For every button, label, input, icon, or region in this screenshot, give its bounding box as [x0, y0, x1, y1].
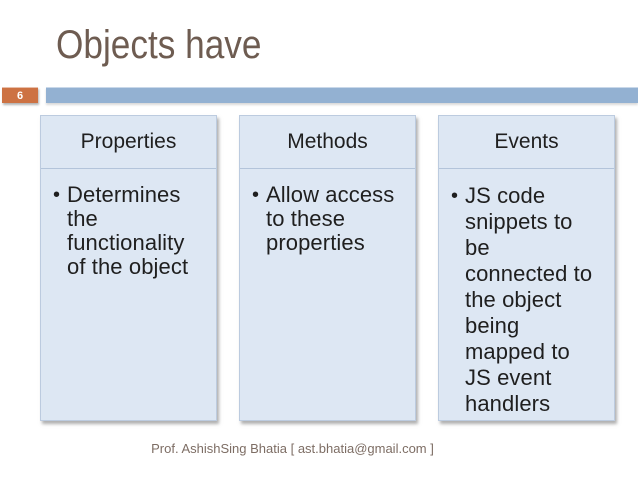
accent-band: 6	[0, 87, 638, 103]
slide-number-badge: 6	[2, 87, 38, 103]
smartart-column-list: Properties • Determines the functionalit…	[40, 115, 615, 421]
bullet-icon: •	[252, 184, 260, 206]
card-methods-header: Methods	[240, 116, 415, 169]
accent-bar	[46, 87, 638, 103]
card-events-body: • JS code snippets to be connected to th…	[439, 169, 614, 417]
card-events-header: Events	[439, 116, 614, 169]
card-methods-text: Allow access to these properties	[266, 182, 395, 255]
bullet-icon: •	[451, 185, 459, 207]
card-properties: Properties • Determines the functionalit…	[40, 115, 217, 421]
footer-credit: Prof. AshishSing Bhatia [ ast.bhatia@gma…	[151, 441, 434, 456]
card-properties-text: Determines the functionality of the obje…	[67, 182, 189, 279]
card-properties-header: Properties	[41, 116, 216, 169]
card-properties-body: • Determines the functionality of the ob…	[41, 169, 216, 279]
card-events: Events • JS code snippets to be connecte…	[438, 115, 615, 421]
slide-title: Objects have	[56, 23, 262, 67]
bullet-icon: •	[53, 184, 61, 206]
card-events-text: JS code snippets to be connected to the …	[465, 183, 593, 416]
card-methods-body: • Allow access to these properties	[240, 169, 415, 255]
card-methods: Methods • Allow access to these properti…	[239, 115, 416, 421]
